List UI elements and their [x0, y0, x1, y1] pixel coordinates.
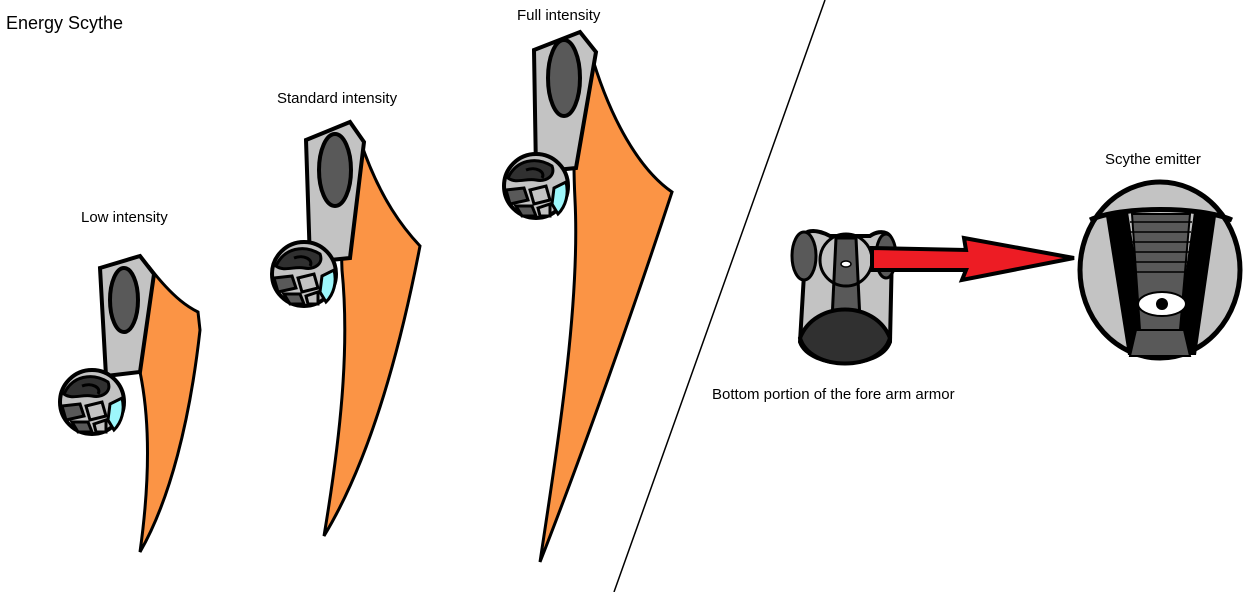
emitter-closeup	[1077, 179, 1243, 361]
label-scythe-emitter: Scythe emitter	[1105, 151, 1201, 168]
blade-full	[538, 45, 674, 563]
divider-line	[613, 0, 826, 592]
diagram-title: Energy Scythe	[6, 13, 124, 33]
pointer-arrow	[870, 235, 1075, 283]
label-full-intensity: Full intensity	[517, 7, 601, 24]
label-standard-intensity: Standard intensity	[277, 90, 398, 107]
scythe-full	[502, 29, 674, 563]
label-bottom-portion: Bottom portion of the fore arm armor	[712, 386, 955, 403]
scythe-standard	[270, 119, 422, 537]
label-low-intensity: Low intensity	[81, 209, 168, 226]
scythe-low	[58, 253, 202, 553]
